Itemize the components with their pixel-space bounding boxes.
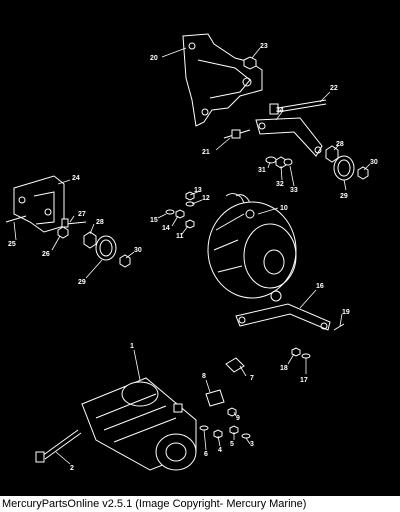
callout-labels: 20 23 22 34 21 28 31 30 32 33 29 24 13 1… [8,43,378,472]
nut-4 [213,429,223,439]
bolt-27 [61,218,87,228]
callout-28: 28 [336,141,344,148]
washer-15 [165,209,175,215]
callout-29b: 29 [78,279,86,286]
washer-31 [265,156,277,164]
alternator-10 [207,193,297,302]
parts-diagram: 20 23 22 34 21 28 31 30 32 33 29 24 13 1… [5,33,378,472]
bolt-2 [35,429,82,463]
callout-1: 1 [130,343,134,350]
leader-lines [13,47,371,465]
nut-13 [185,191,195,201]
alternator-bracket [182,33,263,127]
brace-34 [255,117,323,157]
callout-30: 30 [370,159,378,166]
callout-11: 11 [176,233,184,240]
callout-25: 25 [8,241,16,248]
callout-18: 18 [280,365,288,372]
solenoid-cap-8 [205,389,225,407]
callout-6: 6 [204,451,208,458]
callout-9: 9 [236,415,240,422]
callout-20: 20 [150,55,158,62]
copyright-footer: MercuryPartsOnline v2.5.1 (Image Copyrig… [0,496,400,512]
nut-5 [229,425,239,435]
callout-33: 33 [290,187,298,194]
callout-7: 7 [250,375,254,382]
callout-3: 3 [250,441,254,448]
bolt-19 [333,323,345,331]
callout-21: 21 [202,149,210,156]
callout-27: 27 [78,211,86,218]
callout-22: 22 [330,85,338,92]
callout-13: 13 [194,187,202,194]
callout-26: 26 [42,251,50,258]
callout-15: 15 [150,217,158,224]
washer-33 [283,158,293,166]
strap-16 [235,303,331,331]
washer-12 [185,201,195,207]
washer-6 [199,425,209,431]
starter-motor-1 [81,377,197,471]
callout-30b: 30 [134,247,142,254]
callout-28b: 28 [96,219,104,226]
callout-31: 31 [258,167,266,174]
pulley-upper [325,145,369,181]
callout-2: 2 [70,465,74,472]
callout-34: 34 [276,107,284,114]
callout-19: 19 [342,309,350,316]
callout-29: 29 [340,193,348,200]
callout-23: 23 [260,43,268,50]
bolt-25 [5,215,27,223]
washer-3 [241,433,251,439]
nut-23 [243,56,257,70]
bolt-22 [269,99,327,115]
washer-17 [301,353,311,359]
callout-12: 12 [202,195,210,202]
stud-21 [223,129,251,139]
callout-32: 32 [276,181,284,188]
callout-14: 14 [162,225,170,232]
callout-16: 16 [316,283,324,290]
nut-9 [227,407,237,417]
callout-10: 10 [280,205,288,212]
callout-24: 24 [72,175,80,182]
pulley-lower [83,231,131,268]
callout-8: 8 [202,373,206,380]
callout-17: 17 [300,377,308,384]
bracket-24 [13,175,65,233]
callout-5: 5 [230,441,234,448]
terminal-7 [225,357,245,373]
callout-4: 4 [218,447,222,454]
